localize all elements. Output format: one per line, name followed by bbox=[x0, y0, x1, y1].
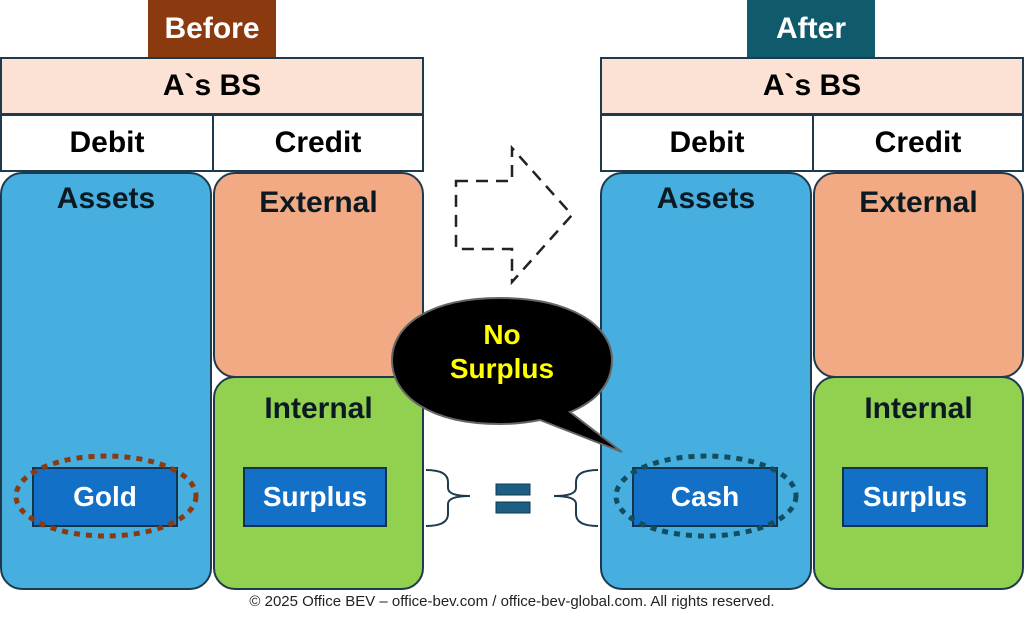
callout-line-1: No bbox=[483, 319, 521, 350]
callout-text: No Surplus bbox=[402, 318, 602, 386]
callout-bubble bbox=[390, 296, 623, 453]
after-tag: After bbox=[747, 0, 875, 58]
before-surplus-item: Surplus bbox=[243, 467, 387, 527]
copyright-footer: © 2025 Office BEV – office-bev.com / off… bbox=[249, 593, 775, 610]
after-external-label: External bbox=[859, 186, 978, 219]
after-debit-header: Debit bbox=[600, 114, 814, 172]
after-credit-header: Credit bbox=[812, 114, 1024, 172]
before-credit-header: Credit bbox=[212, 114, 424, 172]
before-external-block: External bbox=[213, 172, 424, 378]
after-surplus-item: Surplus bbox=[842, 467, 988, 527]
cash-highlight-ellipse bbox=[613, 453, 799, 539]
gold-highlight-ellipse bbox=[13, 453, 199, 539]
equals-icon-bottom bbox=[495, 501, 531, 514]
after-internal-label: Internal bbox=[864, 392, 973, 425]
before-tag: Before bbox=[148, 0, 276, 58]
before-assets-label: Assets bbox=[56, 182, 156, 215]
callout-line-2: Surplus bbox=[449, 353, 555, 384]
dashed-arrow-icon bbox=[454, 144, 574, 286]
before-internal-label: Internal bbox=[264, 392, 373, 425]
before-external-label: External bbox=[259, 186, 378, 219]
before-debit-header: Debit bbox=[0, 114, 214, 172]
after-assets-label: Assets bbox=[656, 182, 756, 215]
before-gold-item: Gold bbox=[32, 467, 178, 527]
left-brace-icon bbox=[425, 469, 471, 527]
equals-icon-top bbox=[495, 483, 531, 496]
after-cash-item: Cash bbox=[632, 467, 778, 527]
after-external-block: External bbox=[813, 172, 1024, 378]
right-brace-icon bbox=[553, 469, 599, 527]
